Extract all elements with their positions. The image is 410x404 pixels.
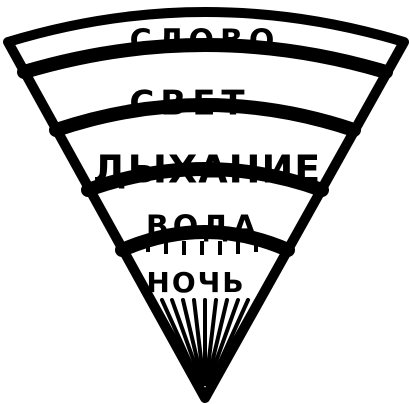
water-tick-marks — [146, 238, 258, 255]
band-label-slovo: СЛОВО — [130, 24, 281, 59]
band-divider-1 — [17, 38, 393, 79]
rays-decoration — [160, 298, 250, 386]
band-divider-4 — [115, 225, 295, 257]
band-divider-3 — [81, 162, 329, 197]
band-label-svet: СВЕТ — [129, 84, 250, 124]
band-label-noch: НОЧЬ — [146, 266, 245, 299]
band-label-voda: ВОДА — [146, 210, 260, 245]
band-label-dykhanie: ДЫХАНИЕ — [93, 148, 322, 192]
wedge-outline — [3, 7, 409, 403]
band-divider-2 — [49, 98, 361, 137]
